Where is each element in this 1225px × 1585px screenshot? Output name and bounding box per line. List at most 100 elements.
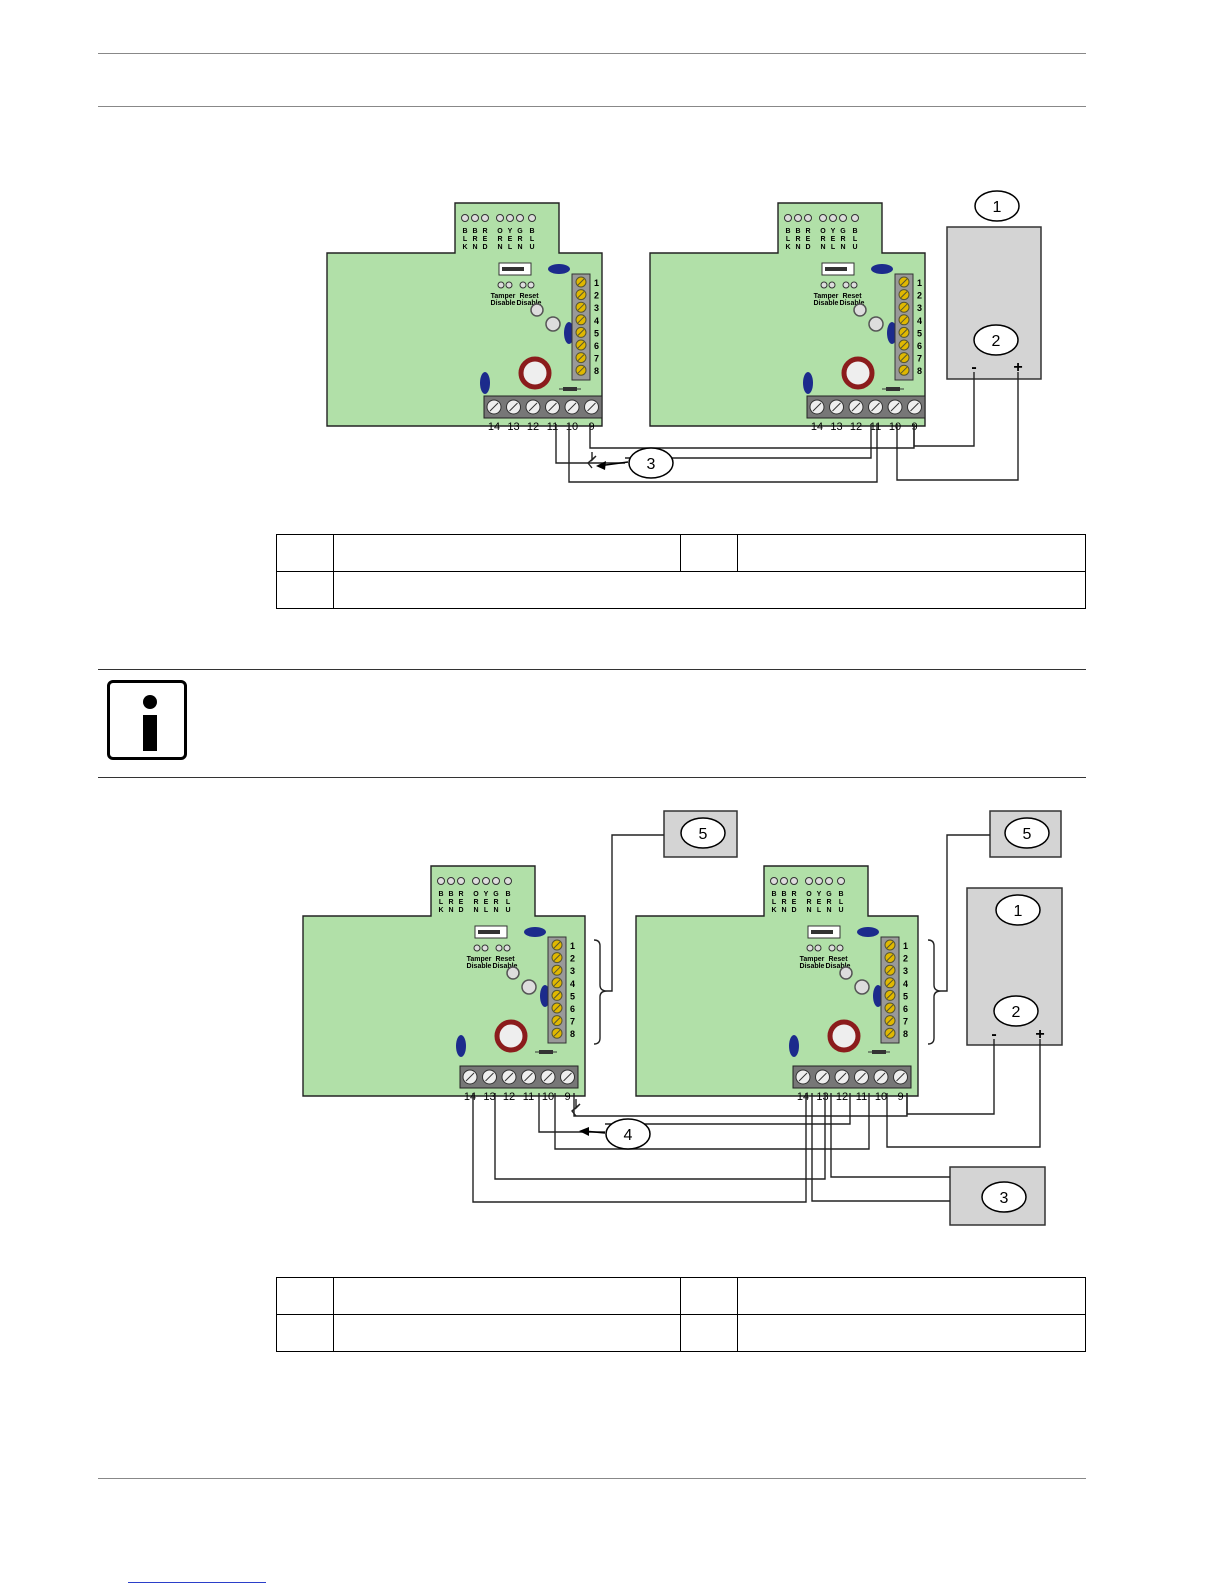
terminal-slot bbox=[577, 329, 585, 336]
legend-number bbox=[680, 534, 738, 572]
legend-description bbox=[737, 534, 1086, 572]
legend-description bbox=[737, 1277, 1086, 1315]
terminal-number: 10 bbox=[889, 421, 901, 433]
wire-pad bbox=[829, 214, 837, 222]
psu-minus-label: - bbox=[971, 359, 976, 376]
callout-number: 2 bbox=[1012, 1004, 1021, 1021]
relay-ring bbox=[841, 356, 875, 390]
jumper-pin bbox=[842, 281, 850, 289]
terminal-number: 14 bbox=[797, 1091, 809, 1103]
callout-bubble bbox=[995, 894, 1041, 926]
terminal-slot bbox=[886, 1029, 894, 1037]
jumper-pin bbox=[814, 944, 822, 952]
wire-pad bbox=[825, 877, 833, 885]
led bbox=[521, 979, 537, 995]
wire-pad bbox=[447, 877, 455, 885]
board-outline bbox=[635, 865, 919, 1097]
terminal-number: 2 bbox=[917, 291, 922, 301]
terminal-number: 7 bbox=[903, 1017, 908, 1027]
callout-arrowhead bbox=[596, 461, 606, 470]
legend-table-2 bbox=[276, 1277, 1086, 1352]
terminal-number: 9 bbox=[564, 1091, 570, 1103]
terminal-slot bbox=[553, 992, 561, 999]
terminal-slot bbox=[577, 354, 585, 361]
component-oval bbox=[456, 1035, 466, 1057]
wire-pad bbox=[461, 214, 469, 222]
terminal-number: 2 bbox=[903, 954, 908, 964]
terminal-slot bbox=[553, 1004, 561, 1012]
terminal-number: 10 bbox=[875, 1091, 887, 1103]
component-oval bbox=[548, 264, 570, 274]
component-oval bbox=[789, 1035, 799, 1057]
callout-bubble bbox=[1004, 817, 1050, 849]
terminal-slot bbox=[528, 402, 538, 412]
jumper-pin bbox=[527, 281, 535, 289]
terminal-slot bbox=[886, 954, 894, 961]
component-oval bbox=[524, 927, 546, 937]
led bbox=[545, 316, 561, 332]
wire-pad bbox=[780, 877, 788, 885]
legend-description bbox=[333, 534, 681, 572]
callout-number: 1 bbox=[1014, 903, 1023, 920]
relay-ring bbox=[494, 1019, 528, 1053]
terminal-slot bbox=[900, 278, 908, 286]
component-oval bbox=[803, 372, 813, 394]
wire-pad bbox=[804, 214, 812, 222]
terminal-slot bbox=[553, 941, 561, 949]
terminal-slot bbox=[465, 1072, 475, 1082]
board-outline bbox=[302, 865, 586, 1097]
wire-pad bbox=[805, 877, 813, 885]
terminal-slot bbox=[851, 402, 861, 412]
terminal-slot bbox=[900, 354, 908, 361]
footer-link-underline[interactable] bbox=[128, 1582, 266, 1583]
terminal-number: 7 bbox=[570, 1017, 575, 1027]
terminal-slot bbox=[886, 992, 894, 999]
terminal-slot bbox=[857, 1072, 866, 1082]
jumper-pin bbox=[505, 281, 513, 289]
terminal-number: 5 bbox=[917, 328, 922, 338]
jumper-pin bbox=[495, 944, 503, 952]
terminal-number: 4 bbox=[903, 979, 908, 989]
callout-arrowhead bbox=[579, 1127, 589, 1136]
wire-pad bbox=[770, 877, 778, 885]
callout-number: 3 bbox=[1000, 1190, 1009, 1207]
terminal-number: 14 bbox=[464, 1091, 476, 1103]
terminal-slot bbox=[890, 402, 900, 412]
table-row bbox=[276, 534, 1086, 572]
terminal-number: 6 bbox=[903, 1004, 908, 1014]
terminal-slot bbox=[876, 1072, 886, 1082]
wire-pad bbox=[492, 877, 500, 885]
terminal-slot bbox=[543, 1072, 553, 1082]
jumper-pin bbox=[828, 281, 836, 289]
callout-number: 3 bbox=[647, 456, 656, 473]
wire-pad bbox=[528, 214, 536, 222]
terminal-number: 3 bbox=[917, 303, 922, 313]
jumper-pin bbox=[828, 944, 836, 952]
component-oval bbox=[857, 927, 879, 937]
terminal-number: 8 bbox=[903, 1029, 908, 1039]
terminal-number: 13 bbox=[816, 1091, 828, 1103]
terminal-number: 14 bbox=[811, 421, 823, 433]
info-icon bbox=[107, 680, 187, 760]
terminal-number: 8 bbox=[570, 1029, 575, 1039]
